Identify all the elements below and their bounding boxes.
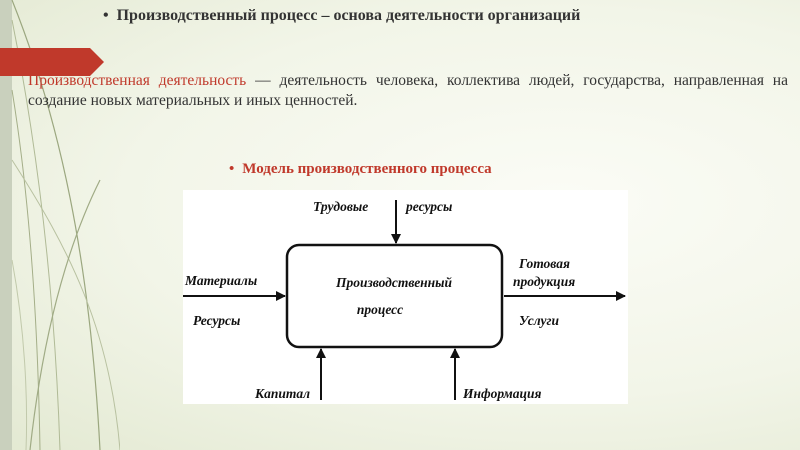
materials-label: Материалы <box>184 273 257 288</box>
information-label: Информация <box>462 386 542 401</box>
diagram-subtitle: • Модель производственного процесса <box>229 161 492 178</box>
definition-text: — деятельность человека, коллектива люде… <box>28 72 788 109</box>
process-box-label-line1: Производственный <box>335 275 453 290</box>
process-box <box>285 243 504 349</box>
process-box-label-line2: процесс <box>357 302 403 317</box>
resources-left-label: Ресурсы <box>193 313 240 328</box>
red-accent-tab <box>0 48 104 76</box>
slide-title-text: Производственный процесс – основа деятел… <box>116 7 581 24</box>
diagram-subtitle-text: Модель производственного процесса <box>242 161 492 177</box>
capital-label: Капитал <box>254 386 310 401</box>
bullet-icon: • <box>103 7 109 24</box>
definition-paragraph: Производственная деятельность — деятельн… <box>28 71 788 111</box>
slide-title: • Производственный процесс – основа деяте… <box>103 7 580 25</box>
bullet-icon: • <box>229 161 235 177</box>
left-sidebar-bar <box>0 0 12 450</box>
production-process-diagram: Производственный процесс Трудовые ресурс… <box>183 190 628 404</box>
definition-term: Производственная деятельность <box>28 72 247 89</box>
finished-label-line1: Готовая <box>518 256 570 271</box>
resources-top-label: ресурсы <box>405 199 452 214</box>
labor-label: Трудовые <box>313 199 368 214</box>
services-label: Услуги <box>519 313 559 328</box>
finished-label-line2: продукция <box>513 274 575 289</box>
